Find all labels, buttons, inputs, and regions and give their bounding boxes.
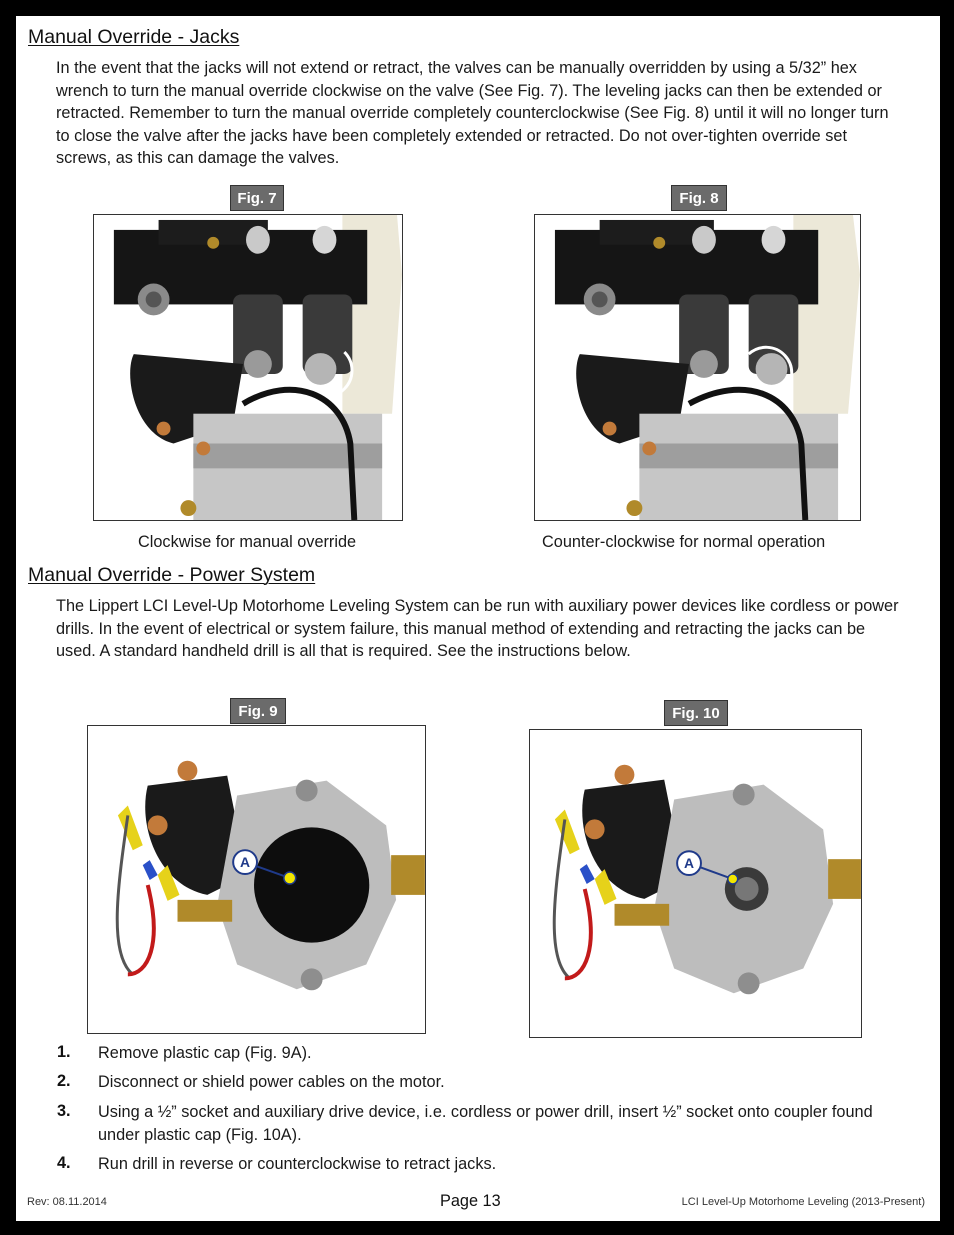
manual-page: Manual Override - Jacks In the event tha… xyxy=(16,16,940,1221)
fig9-label: Fig. 9 xyxy=(230,698,286,724)
document-title: LCI Level-Up Motorhome Leveling (2013-Pr… xyxy=(681,1196,925,1208)
step-text: Run drill in reverse or counterclockwise… xyxy=(98,1155,497,1173)
step-number: 3. xyxy=(57,1102,71,1120)
motor-coupler-photo: A xyxy=(530,730,861,1037)
revision-date: Rev: 08.11.2014 xyxy=(27,1196,107,1208)
fig9-callout: A xyxy=(240,854,250,870)
fig8-label: Fig. 8 xyxy=(671,185,727,211)
step-text: Disconnect or shield power cables on the… xyxy=(98,1073,445,1091)
power-paragraph: The Lippert LCI Level-Up Motorhome Level… xyxy=(56,597,899,661)
fig10-photo: A xyxy=(529,729,862,1038)
fig10-label: Fig. 10 xyxy=(664,700,728,726)
pump-valve-photo xyxy=(535,215,860,520)
fig7-caption: Clockwise for manual override xyxy=(138,533,357,551)
fig7-photo xyxy=(93,214,403,521)
pump-valve-photo xyxy=(94,215,402,520)
jacks-paragraph: In the event that the jacks will not ext… xyxy=(56,59,889,168)
fig7-label: Fig. 7 xyxy=(230,185,284,211)
section-heading-power: Manual Override - Power System xyxy=(28,564,316,586)
step-number: 1. xyxy=(57,1043,71,1061)
page-number: Page 13 xyxy=(440,1192,501,1210)
step-text: Remove plastic cap (Fig. 9A). xyxy=(98,1044,312,1062)
fig8-photo xyxy=(534,214,861,521)
step-number: 2. xyxy=(57,1072,71,1090)
fig8-caption: Counter-clockwise for normal operation xyxy=(542,533,826,551)
step-text: Using a ½” socket and auxiliary drive de… xyxy=(98,1103,873,1144)
motor-endcap-photo: A xyxy=(88,726,425,1033)
fig10-callout: A xyxy=(684,855,694,871)
section-heading-jacks: Manual Override - Jacks xyxy=(28,26,240,48)
step-number: 4. xyxy=(57,1154,71,1172)
fig9-photo: A xyxy=(87,725,426,1034)
